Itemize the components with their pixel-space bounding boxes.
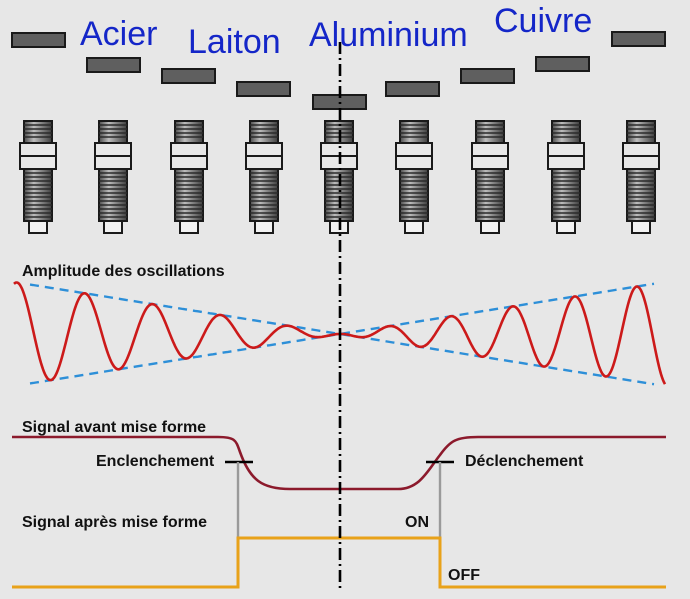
switch-on-label: Enclenchement — [96, 453, 215, 470]
target-plate — [535, 56, 590, 72]
signal-after-label: Signal après mise forme — [22, 514, 207, 531]
metal-label-brass: Laiton — [188, 23, 281, 61]
proximity-sensor — [19, 120, 57, 234]
switch-off-label: Déclenchement — [465, 453, 584, 470]
target-plate — [236, 81, 291, 97]
proximity-sensor — [94, 120, 132, 234]
proximity-sensor — [170, 120, 208, 234]
target-plate — [385, 81, 440, 97]
metal-label-aluminium: Aluminium — [309, 16, 468, 54]
envelope-lower — [29, 332, 655, 386]
proximity-sensor — [622, 120, 660, 234]
signal-before-curve — [12, 435, 666, 491]
target-plates — [11, 31, 666, 110]
target-plate — [86, 57, 141, 73]
metal-label-steel: Acier — [80, 15, 157, 53]
target-plate — [11, 32, 66, 48]
amplitude-label: Amplitude des oscillations — [22, 263, 225, 280]
proximity-sensor — [471, 120, 509, 234]
metal-label-copper: Cuivre — [494, 2, 592, 40]
on-label: ON — [405, 514, 429, 531]
target-plate — [611, 31, 666, 47]
off-label: OFF — [448, 567, 480, 584]
target-plate — [161, 68, 216, 84]
target-plate — [460, 68, 515, 84]
proximity-sensor — [245, 120, 283, 234]
proximity-sensor — [547, 120, 585, 234]
signal-before-label: Signal avant mise forme — [22, 419, 206, 436]
proximity-sensor — [395, 120, 433, 234]
